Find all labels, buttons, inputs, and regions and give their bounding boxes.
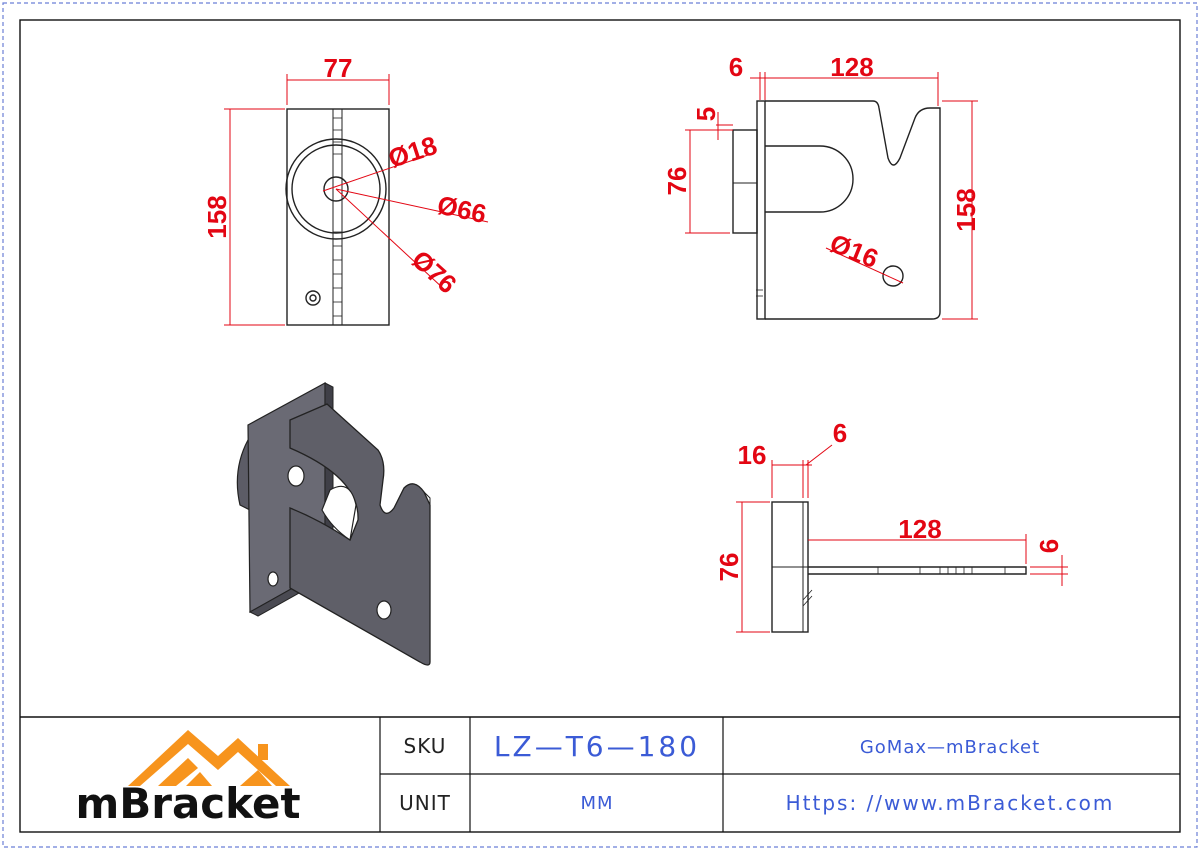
front-view: 77 158 Ø18 Ø66 Ø76 (202, 53, 489, 326)
side-hole-dia: Ø16 (826, 228, 883, 274)
unit-label: UNIT (399, 791, 451, 815)
drawing-frame (19, 19, 1181, 833)
side-height-dim: 158 (951, 188, 981, 231)
front-width-dim: 77 (324, 53, 353, 83)
sku-value: LZ—T6—180 (494, 730, 700, 763)
front-inner-circle (291, 144, 381, 234)
unit-value: MM (580, 793, 613, 814)
isometric-view (236, 381, 431, 666)
website-link[interactable]: Https: //www.mBracket.com (786, 791, 1115, 815)
front-plate-outline (286, 108, 390, 326)
side-boss (732, 129, 758, 234)
side-boss-dim: 76 (662, 167, 692, 196)
front-hole-dia: Ø18 (385, 130, 441, 174)
side-hole-leader (825, 247, 904, 284)
front-hole-leader (322, 154, 429, 192)
side-arm-profile (765, 100, 941, 320)
logo: mBracket (75, 730, 301, 828)
side-length-dim: 128 (830, 52, 873, 82)
front-inner-leader (335, 188, 489, 223)
logo-house-icon (128, 730, 290, 786)
side-slot (765, 145, 854, 213)
iso-hole-top (287, 465, 305, 487)
side-back-plate (756, 100, 766, 320)
iso-hole-bottom (267, 571, 279, 587)
top-view: 16 6 128 76 6 (714, 418, 1068, 633)
front-small-hole (305, 290, 321, 306)
top-plate-dim: 6 (833, 418, 847, 448)
logo-text: mBracket (75, 779, 300, 828)
top-height-dim: 76 (714, 553, 744, 582)
iso-arm (289, 403, 431, 666)
top-length-dim: 128 (898, 514, 941, 544)
title-block: mBracket SKU UNIT LZ—T6—180 MM GoMax—mBr… (20, 716, 1180, 832)
side-hole (882, 265, 904, 287)
iso-slot (321, 485, 357, 542)
iso-hole-arm (376, 600, 392, 620)
front-inner-dia: Ø66 (435, 190, 489, 230)
top-base-dim: 16 (738, 440, 767, 470)
front-outer-circle (285, 138, 387, 240)
iso-boss (236, 436, 251, 511)
top-flange-dim: 6 (1034, 539, 1064, 553)
sku-label: SKU (404, 734, 447, 758)
side-thickness-dim: 6 (729, 52, 743, 82)
front-outer-dia: Ø76 (406, 244, 463, 299)
company-name: GoMax—mBracket (860, 737, 1040, 758)
front-center-hole (323, 176, 349, 202)
front-height-dim: 158 (202, 195, 232, 238)
side-view: 6 128 5 76 158 Ø16 (662, 52, 981, 320)
top-arm (808, 566, 1027, 575)
front-outer-leader (335, 188, 446, 291)
side-offset-dim: 5 (691, 107, 721, 121)
